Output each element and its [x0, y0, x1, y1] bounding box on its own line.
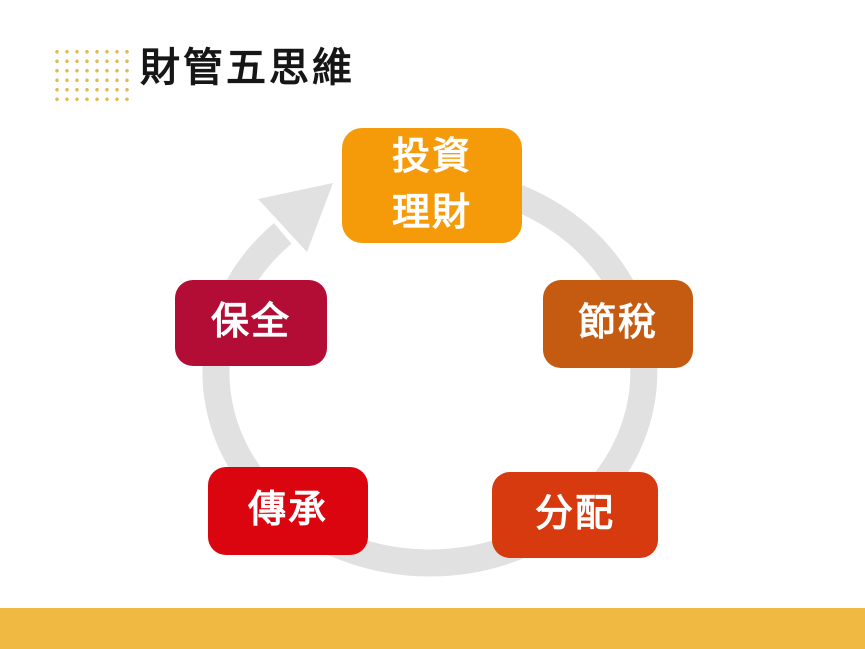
cycle-node-tax: 節稅: [543, 280, 693, 368]
dots-decoration: [50, 45, 130, 102]
cycle-node-invest: 投資 理財: [342, 128, 522, 243]
cycle-arrowhead-icon: [258, 183, 333, 252]
cycle-arrow-ring: [202, 170, 658, 577]
cycle-node-preserve: 保全: [175, 280, 327, 366]
cycle-node-allocate: 分配: [492, 472, 658, 558]
node-label-line2: 理財: [391, 191, 472, 234]
slide-title: 財管五思維: [140, 46, 355, 90]
node-label-line1: 投資: [391, 135, 472, 178]
accent-bar: [0, 608, 865, 649]
cycle-node-inherit: 傳承: [208, 467, 368, 555]
